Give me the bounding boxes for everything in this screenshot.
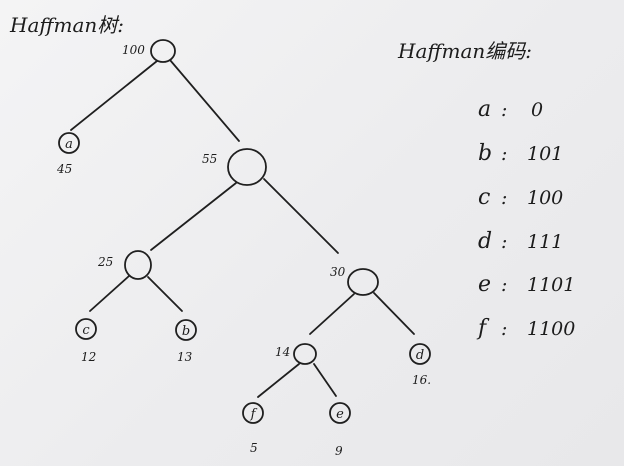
- code-row-f: f : 1100: [476, 316, 575, 341]
- tree-edges: [70, 59, 415, 398]
- leaf-weight: 13: [177, 350, 193, 364]
- node-weight: 30: [330, 265, 346, 279]
- code-letter: e: [478, 272, 491, 297]
- leaf-weight: 9: [335, 444, 343, 458]
- leaf-letter: a: [65, 137, 73, 152]
- leaf-b: b 13: [175, 319, 197, 364]
- huffman-code-table: a : 0 b : 101 c : 100 d : 111 e :: [476, 97, 575, 341]
- code-value: 111: [527, 231, 563, 253]
- code-value: 1100: [527, 318, 575, 340]
- leaf-weight: 12: [81, 350, 96, 364]
- code-separator: :: [501, 231, 507, 253]
- leaf-weight: 5: [250, 441, 258, 455]
- edge-14-e: [313, 363, 337, 397]
- code-letter: c: [478, 185, 490, 210]
- leaf-letter: f: [250, 407, 258, 422]
- node-weight: 100: [122, 43, 145, 57]
- leaf-e: e 9: [329, 402, 351, 458]
- internal-node-30: 30: [330, 265, 379, 296]
- code-row-c: c : 100: [478, 185, 563, 210]
- internal-node-25: 25: [97, 250, 152, 280]
- leaf-c: c 12: [75, 318, 97, 364]
- edge-25-c: [89, 275, 130, 312]
- code-separator: :: [501, 187, 507, 209]
- code-row-b: b : 101: [478, 141, 563, 166]
- code-separator: :: [501, 143, 507, 165]
- edge-100-a: [70, 60, 158, 131]
- code-value: 0: [531, 99, 543, 121]
- leaf-f: f 5: [242, 402, 264, 455]
- code-value: 1101: [527, 274, 575, 296]
- edge-25-b: [147, 276, 183, 312]
- leaf-d: d 16.: [409, 343, 431, 387]
- code-letter: d: [478, 229, 492, 254]
- internal-node-14: 14: [275, 343, 317, 365]
- node-weight: 25: [97, 255, 113, 269]
- edge-55-25: [150, 182, 237, 251]
- leaf-nodes: a 45 c 12 b 13 d 16. f 5: [56, 132, 431, 458]
- leaf-letter: b: [182, 324, 190, 339]
- edge-55-30: [263, 178, 339, 254]
- node-weight: 14: [275, 345, 290, 359]
- internal-nodes: 100 55 25 30 14: [97, 39, 379, 365]
- code-separator: :: [501, 99, 507, 121]
- tree-title: Haffman树:: [9, 13, 124, 37]
- code-title: Haffman编码:: [397, 39, 532, 63]
- leaf-weight: 45: [56, 162, 72, 176]
- leaf-letter: e: [336, 407, 344, 422]
- code-row-a: a : 0: [478, 97, 543, 122]
- node-weight: 55: [202, 152, 217, 166]
- code-separator: :: [501, 318, 507, 340]
- leaf-letter: d: [416, 348, 424, 363]
- edge-14-f: [257, 363, 300, 398]
- code-value: 101: [527, 143, 563, 165]
- leaf-letter: c: [82, 323, 90, 338]
- code-letter: b: [478, 141, 492, 166]
- edge-30-14: [309, 293, 355, 335]
- leaf-weight: 16.: [412, 373, 431, 387]
- leaf-a: a 45: [56, 132, 80, 176]
- internal-node-55: 55: [202, 148, 267, 186]
- code-letter: f: [476, 316, 490, 341]
- internal-node-100: 100: [122, 39, 176, 63]
- code-value: 100: [527, 187, 563, 209]
- code-letter: a: [478, 97, 491, 122]
- edge-100-55: [169, 59, 240, 142]
- edge-30-d: [373, 292, 415, 335]
- code-separator: :: [501, 274, 507, 296]
- code-row-e: e : 1101: [478, 272, 575, 297]
- code-row-d: d : 111: [478, 229, 563, 254]
